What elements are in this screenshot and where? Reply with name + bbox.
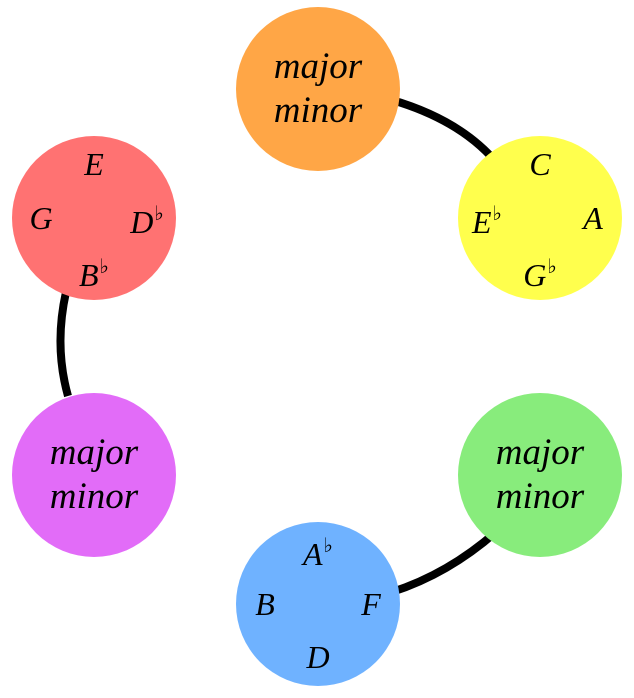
yellow-note-top: C (529, 146, 551, 182)
red-note-right: D♭ (130, 203, 164, 240)
yellow-note-right: A (583, 200, 603, 236)
green-label-minor: minor (495, 476, 585, 517)
yellow-circle: C A G♭ E♭ (458, 136, 622, 300)
purple-label-major: major (49, 432, 139, 473)
flat-symbol: ♭ (99, 256, 109, 278)
purple-circle: major minor (12, 393, 176, 557)
green-label-major: major (495, 432, 585, 473)
blue-note-top: A♭ (303, 535, 333, 572)
orange-label-minor: minor (273, 90, 363, 131)
purple-label-minor: minor (49, 476, 139, 517)
connector-green-blue (390, 528, 499, 596)
flat-symbol: ♭ (547, 256, 557, 278)
orange-circle: major minor (236, 7, 400, 171)
blue-note-bottom: D (306, 639, 330, 675)
purple-circle-label: major minor (12, 431, 176, 519)
flat-symbol: ♭ (492, 203, 502, 225)
connector-purple-red (56, 291, 72, 398)
red-note-bottom: B♭ (79, 256, 109, 293)
connector-orange-yellow (390, 96, 500, 165)
flat-symbol: ♭ (154, 203, 164, 225)
red-note-left: G (29, 200, 53, 236)
orange-label-major: major (273, 46, 363, 87)
blue-circle: A♭ F D B (236, 522, 400, 686)
red-circle: E D♭ B♭ G (12, 136, 176, 300)
red-note-top: E (84, 146, 104, 182)
yellow-note-bottom: G♭ (523, 256, 557, 293)
orange-circle-label: major minor (236, 45, 400, 133)
yellow-note-left: E♭ (472, 203, 502, 240)
green-circle: major minor (458, 393, 622, 557)
flat-symbol: ♭ (323, 535, 333, 557)
green-circle-label: major minor (458, 431, 622, 519)
blue-note-left: B (255, 586, 275, 622)
blue-note-right: F (361, 586, 381, 622)
